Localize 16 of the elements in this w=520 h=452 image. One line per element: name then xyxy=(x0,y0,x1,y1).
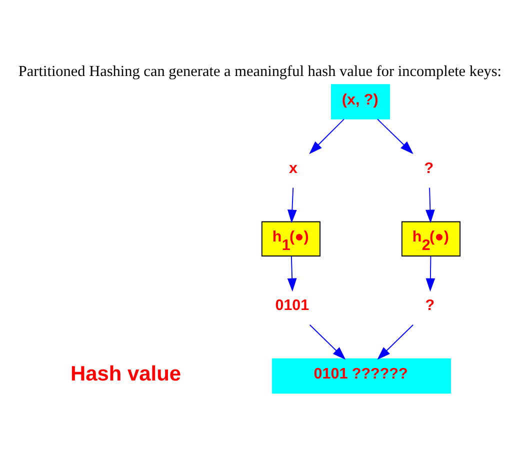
arrow xyxy=(288,186,297,223)
arrow xyxy=(377,324,414,360)
node-box: (x, ?) xyxy=(330,84,390,119)
node-box: 0101 ?????? xyxy=(272,358,451,394)
arrow xyxy=(309,118,344,154)
node-text: x xyxy=(289,159,298,176)
arrow xyxy=(309,324,346,360)
arrow xyxy=(287,255,297,292)
node-text: 0101 xyxy=(275,296,310,314)
arrow xyxy=(426,255,436,292)
node-text: ? xyxy=(424,159,434,176)
label: Hash value xyxy=(70,362,182,385)
node-text: ? xyxy=(425,296,435,314)
diagram-title: Partitioned Hashing can generate a meaningful hash value for incomplete keys: xyxy=(18,62,502,80)
arrow xyxy=(426,186,435,223)
arrow xyxy=(376,118,414,154)
